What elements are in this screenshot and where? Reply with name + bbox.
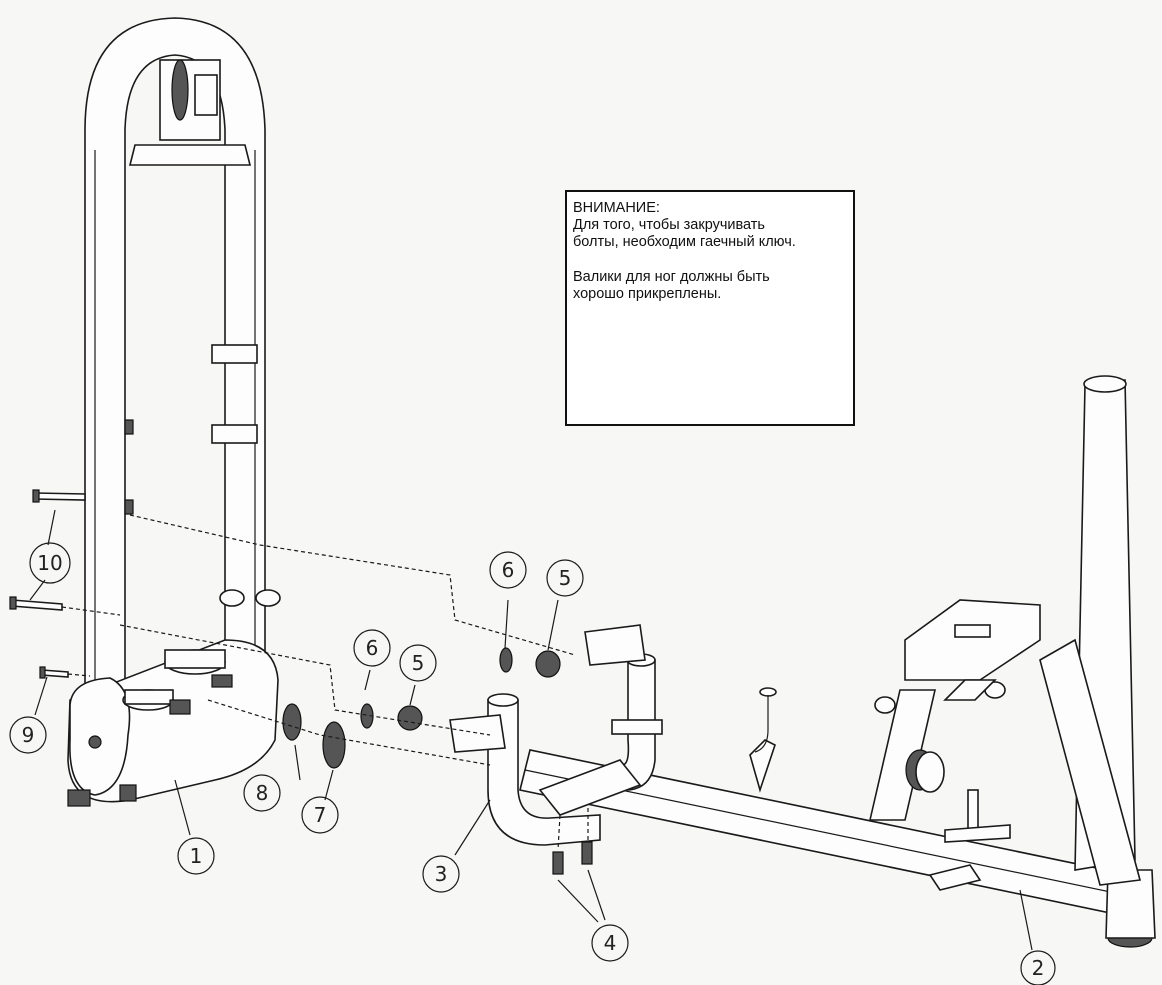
warning-line-2: Валики для ног должны быть хорошо прикре… <box>573 269 770 302</box>
part-4-screws <box>552 808 606 923</box>
callout-5b: 5 <box>546 559 584 597</box>
part-2-base-frame <box>519 375 1156 948</box>
svg-text:4: 4 <box>604 931 617 955</box>
callout-4: 4 <box>591 924 629 962</box>
svg-text:2: 2 <box>1032 956 1045 980</box>
warning-title: ВНИМАНИЕ: <box>573 200 660 216</box>
part-1-arch-frame <box>67 17 281 807</box>
leader-lines <box>29 509 1033 951</box>
part-3-leg-roller-bracket <box>449 624 663 846</box>
svg-text:8: 8 <box>256 781 269 805</box>
callout-7: 7 <box>301 796 339 834</box>
svg-text:1: 1 <box>190 844 203 868</box>
callout-1: 1 <box>177 837 215 875</box>
assembly-guide-lines <box>61 514 576 766</box>
svg-text:6: 6 <box>502 558 515 582</box>
svg-text:5: 5 <box>412 651 425 675</box>
callout-5a: 5 <box>399 644 437 682</box>
svg-text:10: 10 <box>37 551 62 575</box>
fasteners-5-8 <box>282 647 561 769</box>
callout-10: 10 <box>29 542 71 584</box>
warning-line-1: Для того, чтобы закручивать болты, необх… <box>573 217 796 250</box>
callout-8: 8 <box>243 774 281 812</box>
callout-6a: 6 <box>353 629 391 667</box>
warning-note: ВНИМАНИЕ: Для того, чтобы закручивать бо… <box>565 190 855 426</box>
svg-text:9: 9 <box>22 723 35 747</box>
svg-text:7: 7 <box>314 803 327 827</box>
svg-text:6: 6 <box>366 636 379 660</box>
callout-2: 2 <box>1020 950 1056 985</box>
bolts-9-10 <box>9 489 86 679</box>
svg-text:3: 3 <box>435 862 448 886</box>
callout-3: 3 <box>422 855 460 893</box>
callout-6b: 6 <box>489 551 527 589</box>
callout-9: 9 <box>9 716 47 754</box>
svg-text:5: 5 <box>559 566 572 590</box>
